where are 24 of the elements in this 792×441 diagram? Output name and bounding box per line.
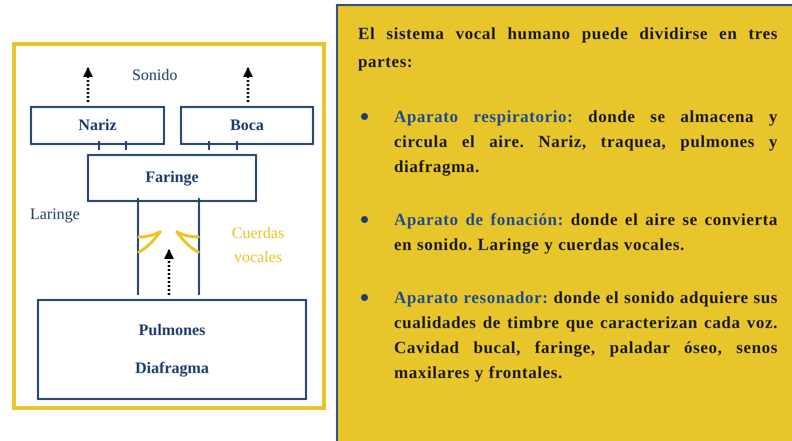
organ-box	[30, 106, 165, 145]
organ-label: Faringe	[145, 169, 199, 187]
part-label: Laringe	[30, 205, 80, 225]
info-panel	[336, 4, 792, 441]
organ-label: Boca	[230, 116, 264, 134]
frame-box	[12, 42, 326, 410]
part-label: Sonido	[132, 66, 178, 86]
intro-text: El sistema vocal humano puede dividirse en tres partes:	[358, 23, 778, 73]
organ-label: Nariz	[78, 116, 117, 134]
organ-label: Pulmones	[138, 322, 206, 340]
bullet-item: Aparato resonador: donde el sonido adquiere sus cualidades de timbre que caracterizan cada voz. Cavidad bucal, faringe, paladar óseo, senos maxilares y frontales.	[358, 285, 778, 385]
bullet-item: Aparato respiratorio: donde se almacena y circula el aire. Nariz, traquea, pulmones y diafragma.	[358, 104, 778, 179]
connector-line	[98, 140, 127, 151]
organ-box	[87, 154, 257, 202]
air-flow-arrow	[243, 67, 253, 102]
bullet-item: Aparato de fonación: donde el aire se convierta en sonido. Laringe y cuerdas vocales.	[358, 207, 778, 257]
air-flow-arrow	[83, 67, 93, 102]
part-label: Cuerdas vocales	[230, 224, 286, 268]
organ-label: Diafragma	[135, 360, 209, 378]
organ-box	[180, 106, 314, 145]
connector-line	[208, 140, 238, 151]
organ-box	[37, 299, 307, 400]
air-flow-arrow	[164, 249, 174, 295]
connector-line	[137, 197, 200, 296]
